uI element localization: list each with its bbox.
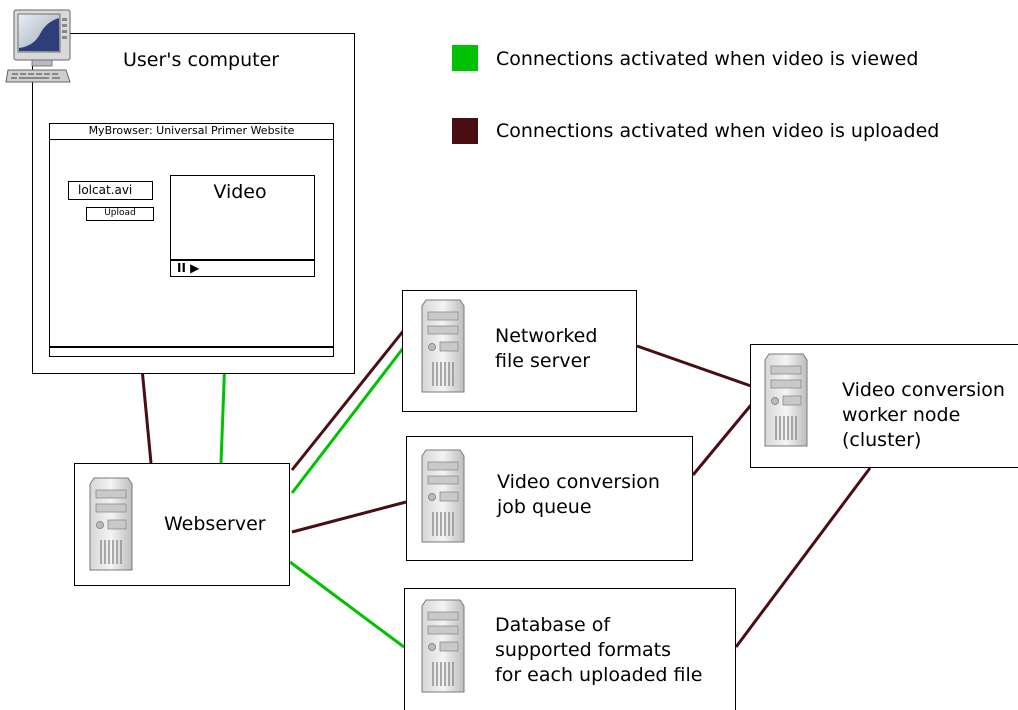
upload-button[interactable]: Upload — [86, 207, 154, 221]
wire-webserver-to-fileserver-upload — [290, 329, 406, 471]
server-tower-icon — [763, 352, 809, 448]
browser-title-bar — [49, 123, 334, 140]
server-tower-icon — [420, 298, 466, 394]
server-tower-icon — [88, 476, 134, 572]
browser-status-bar — [49, 346, 334, 348]
legend-swatch-uploaded — [452, 118, 478, 144]
browser-title: MyBrowser: Universal Primer Website — [88, 124, 295, 137]
webserver-label: Webserver — [164, 513, 266, 535]
video-play-pause-controls[interactable]: II ▶ — [177, 261, 200, 275]
legend-swatch-viewed — [452, 45, 478, 71]
server-tower-icon — [420, 448, 466, 544]
wire-webserver-to-fileserver-view — [290, 346, 406, 494]
wire-jobqueue-to-worker — [691, 404, 753, 476]
server-tower-icon — [420, 598, 466, 694]
legend-label-uploaded: Connections activated when video is uplo… — [496, 120, 940, 142]
wire-webserver-to-database — [289, 560, 405, 649]
video-controls-bar — [170, 259, 315, 261]
wire-fileserver-to-worker — [636, 344, 752, 388]
video-label: Video — [213, 181, 267, 203]
file-name-field[interactable]: lolcat.avi — [68, 181, 153, 200]
legend-label-viewed: Connections activated when video is view… — [496, 48, 919, 70]
user-computer-title: User's computer — [123, 49, 280, 71]
wire-webserver-to-jobqueue — [291, 500, 407, 534]
wire-database-to-worker — [734, 467, 872, 648]
desktop-computer-icon — [5, 9, 71, 83]
